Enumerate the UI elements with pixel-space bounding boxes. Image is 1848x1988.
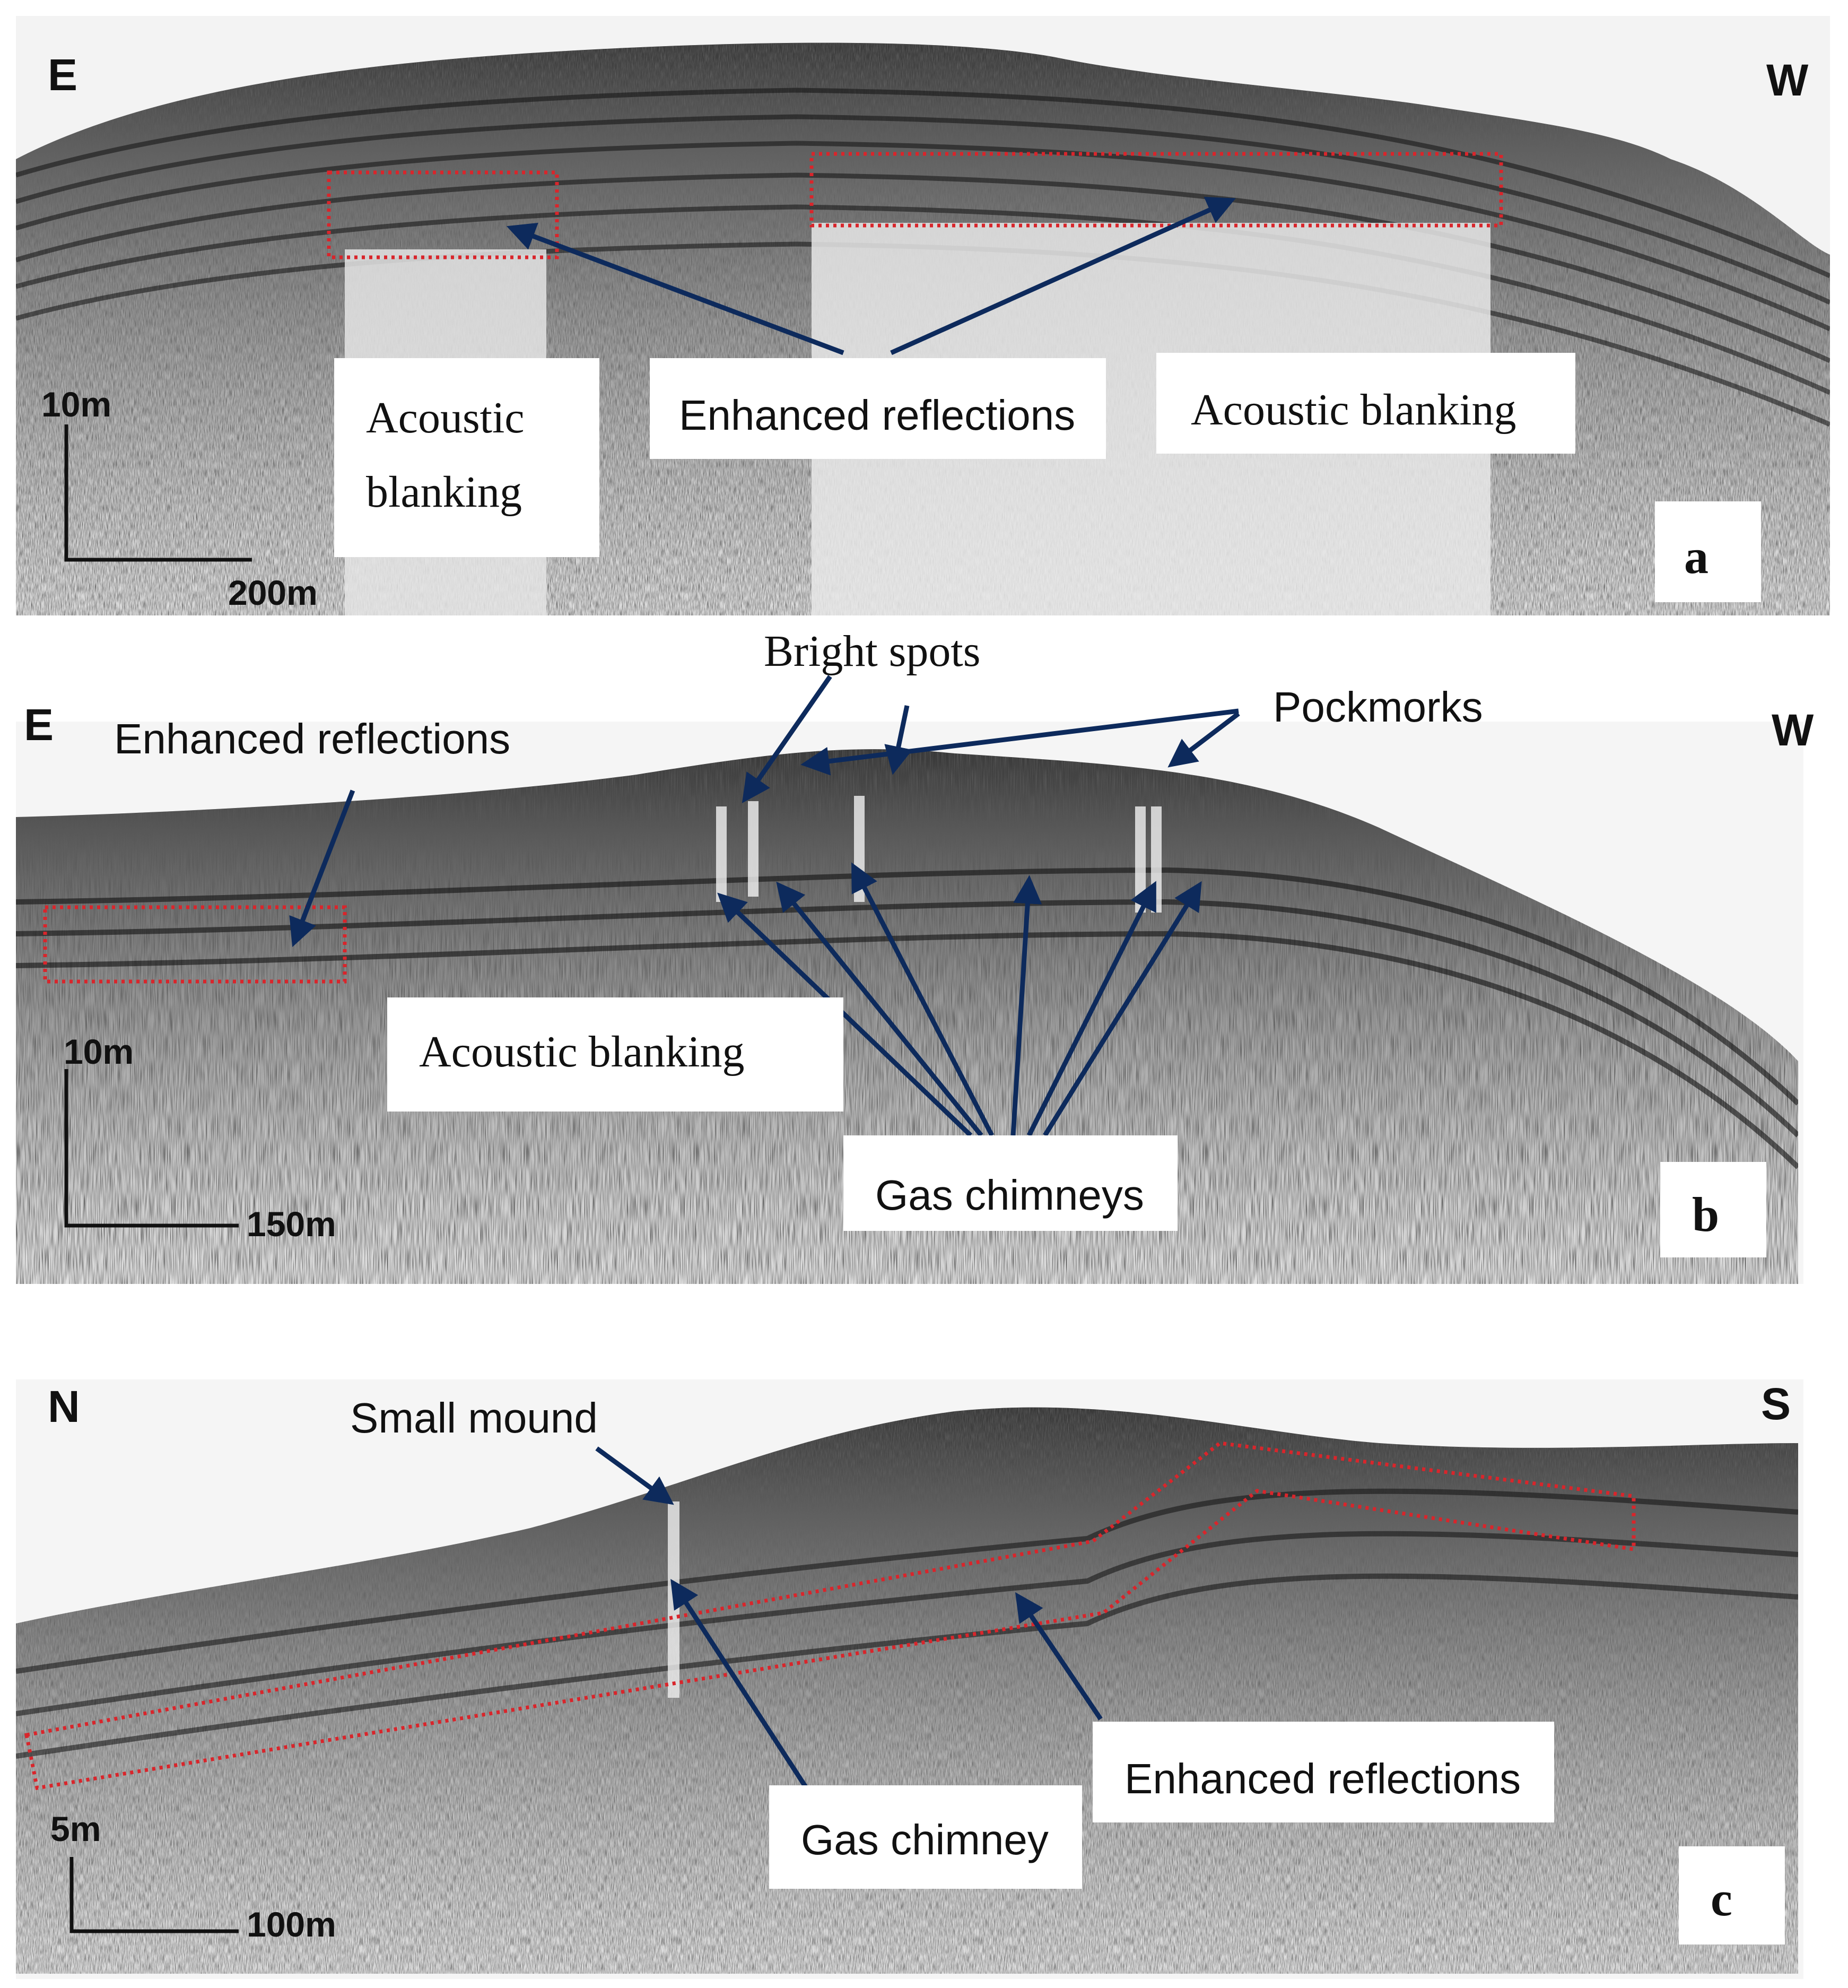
label-acoustic-blanking-right: Acoustic blanking [1191,385,1516,435]
panel-letter-box-c [1679,1846,1785,1944]
direction-right-b: W [1772,705,1814,755]
scale-bar-b [64,1069,239,1228]
label-box-enhanced-reflections-c [1093,1722,1554,1822]
label-enhanced-reflections-b: Enhanced reflections [114,715,510,762]
enhanced-reflections-box-left [327,170,559,259]
arrow-a-left [506,222,844,355]
label-pockmorks: Pockmorks [1273,683,1483,731]
arrow-c-mound [595,1446,674,1505]
scale-bar-a [64,424,252,562]
scale-horizontal-a: 200m [228,573,318,612]
label-box-gas-chimneys [843,1135,1178,1231]
panel-a-seismic-image [16,42,1830,616]
label-acoustic-blanking-b: Acoustic blanking [419,1027,745,1077]
label-gas-chimneys: Gas chimneys [875,1171,1144,1219]
label-acoustic-blanking-left-line1: Acoustic [366,393,525,442]
scale-horizontal-c: 100m [247,1905,336,1944]
arrows-b-gas-chimneys [717,862,1202,1138]
arrow-c-enhanced [1015,1592,1103,1721]
enhanced-reflections-box-b [43,905,347,984]
arrow-c-gas-chimney [670,1578,814,1798]
panel-letter-c: c [1711,1872,1732,1926]
label-box-enhanced-reflections-a [650,358,1106,459]
arrow-b-pockmark-2 [1167,711,1240,768]
scale-horizontal-b: 150m [247,1204,336,1244]
arrow-a-right [890,197,1236,355]
arrow-b-enhanced [289,789,355,948]
panel-letter-a: a [1684,529,1708,584]
label-small-mound: Small mound [350,1394,598,1442]
enhanced-reflections-box-right [809,152,1503,228]
direction-right-a: W [1766,55,1809,105]
scale-vertical-c: 5m [50,1809,101,1848]
scale-vertical-a: 10m [41,385,111,424]
label-box-acoustic-blanking-right [1156,353,1575,454]
label-box-acoustic-blanking-b [387,997,843,1112]
arrow-b-bright-2 [884,705,913,775]
panel-letter-box-b [1660,1162,1766,1257]
label-acoustic-blanking-left-line2: blanking [366,467,522,517]
enhanced-reflections-zone-c [24,1441,1636,1791]
label-box-acoustic-blanking-left [334,358,599,557]
arrow-b-pockmark-1 [800,708,1239,776]
panel-letter-box-a [1655,501,1761,602]
label-enhanced-reflections-a: Enhanced reflections [679,392,1075,439]
label-box-gas-chimney [769,1785,1082,1889]
panel-b: Enhanced reflections Bright spots Pockmo… [16,627,1814,1284]
scale-vertical-b: 10m [64,1032,134,1071]
arrow-b-bright-1 [742,675,832,803]
panel-a: Acoustic blanking Enhanced reflections A… [16,16,1830,616]
label-enhanced-reflections-c: Enhanced reflections [1125,1755,1521,1802]
direction-left-a: E [48,50,77,100]
direction-left-c: N [48,1382,80,1431]
scale-bar-c [69,1857,239,1933]
panel-c: Small mound Gas chimney Enhanced reflect… [16,1379,1803,1979]
direction-right-c: S [1761,1379,1791,1429]
direction-left-b: E [24,700,54,750]
label-bright-spots: Bright spots [764,627,980,676]
panel-letter-b: b [1692,1187,1719,1242]
label-gas-chimney: Gas chimney [801,1816,1049,1863]
